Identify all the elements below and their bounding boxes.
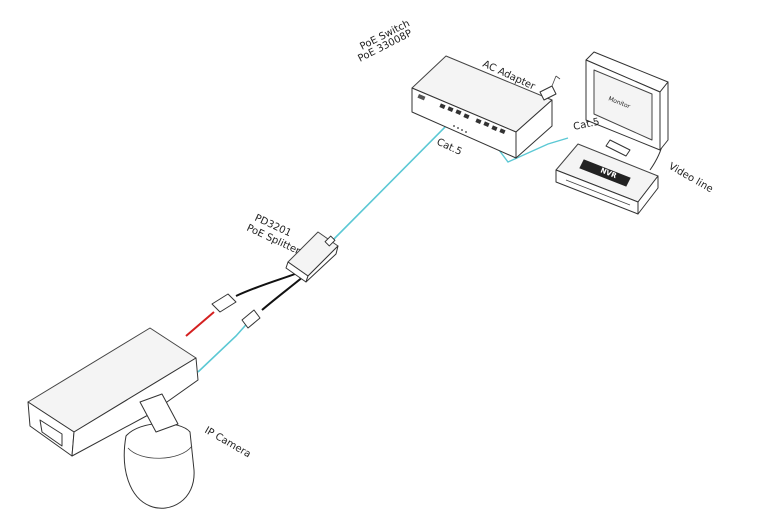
cat5-cable-splitter-to-camera [197, 317, 253, 373]
cat5-cable-switch-to-splitter [329, 119, 453, 244]
power-cable-black-1 [235, 271, 301, 297]
rj45-connector [241, 309, 261, 329]
monitor [585, 51, 669, 157]
power-connector [211, 293, 237, 313]
video-line-label: Video line [667, 161, 715, 195]
power-cable-black-2 [261, 275, 305, 311]
switch-status-dots [453, 125, 467, 133]
ip-camera [27, 327, 199, 509]
ac-adapter [539, 75, 561, 101]
poe-switch [411, 55, 553, 159]
cat5-nvr-label: Cat.5 [572, 117, 600, 133]
nvr [555, 143, 659, 215]
poe-splitter [285, 231, 339, 283]
cat5-cable-switch-to-nvr [495, 137, 569, 163]
switch-ports [439, 103, 506, 135]
ip-camera-label: IP Camera [203, 425, 253, 460]
power-cable-red [185, 311, 215, 337]
switch-logo [417, 93, 426, 101]
cat5-switch-label: Cat.5 [435, 137, 464, 158]
